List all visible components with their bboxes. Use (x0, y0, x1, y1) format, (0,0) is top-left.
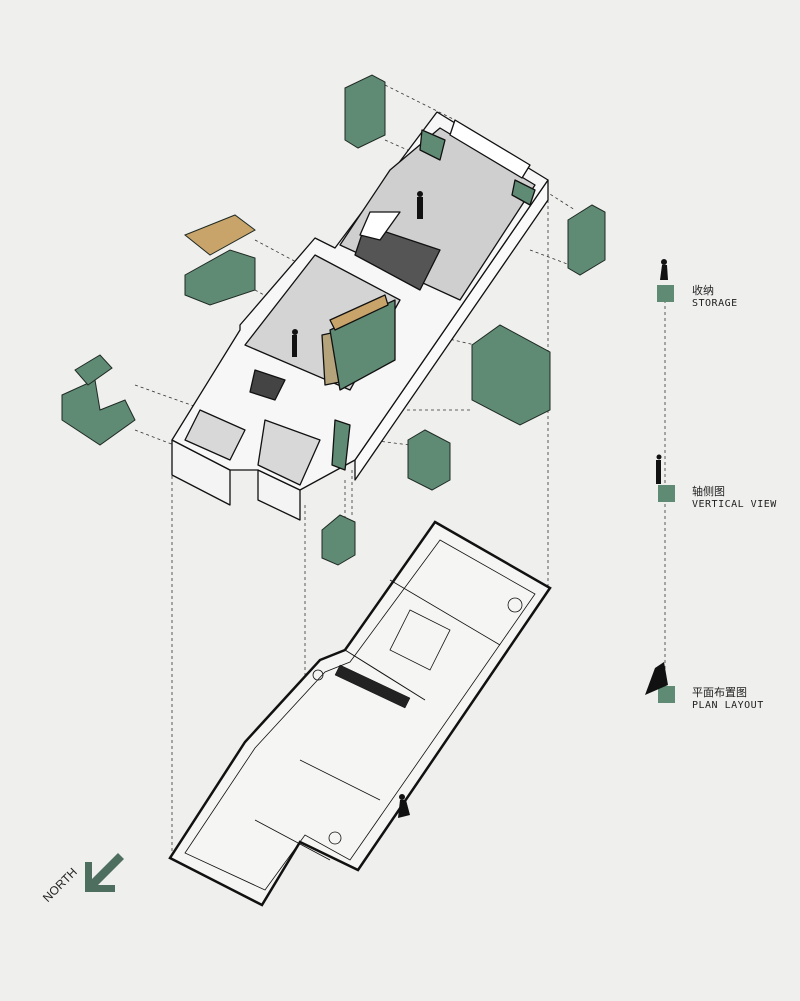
legend-plan-layout-en: PLAN LAYOUT (692, 700, 764, 711)
legend-storage: 收纳 STORAGE (692, 284, 738, 310)
legend-vertical-view-en: VERTICAL VIEW (692, 499, 777, 510)
legend-storage-en: STORAGE (692, 298, 738, 309)
figure-silhouettes (292, 191, 668, 818)
storage-blocks (61, 74, 606, 566)
legend-plan-layout: 平面布置图 PLAN LAYOUT (692, 686, 764, 712)
legend-vertical-view: 轴侧图 VERTICAL VIEW (692, 485, 777, 511)
floor-plan (168, 520, 552, 907)
legend-storage-cn: 收纳 (692, 284, 714, 297)
legend-vertical-view-cn: 轴侧图 (692, 485, 725, 498)
legend-plan-layout-cn: 平面布置图 (692, 686, 747, 699)
arrow-down-left-icon (85, 853, 124, 892)
axonometric-model (171, 111, 549, 521)
legend-markers (657, 285, 675, 703)
